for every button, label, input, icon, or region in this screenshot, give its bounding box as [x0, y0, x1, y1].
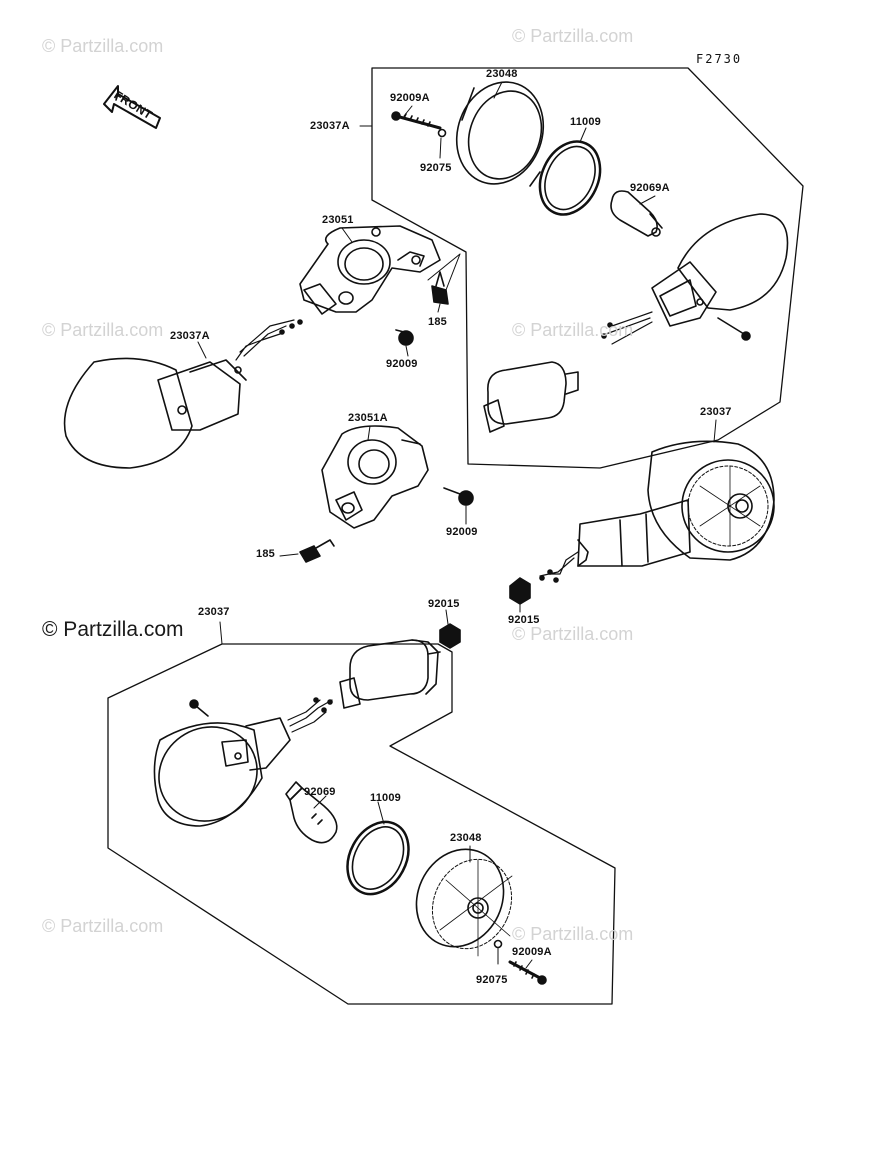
watermark: © Partzilla.com	[512, 320, 634, 340]
screw-92009A-top	[391, 111, 442, 130]
front-arrow-icon	[103, 85, 161, 129]
bulb-92069A	[610, 190, 663, 237]
housing-23037-right	[539, 440, 775, 583]
callout-92009-mid: 92009	[446, 526, 478, 538]
callout-185-mid: 185	[256, 548, 275, 560]
bulb-92069	[285, 781, 338, 844]
lens-23048-top	[455, 81, 545, 187]
callout-23037-right: 23037	[700, 406, 732, 418]
leader-lines	[197, 81, 717, 969]
screw-185-mid	[299, 539, 335, 563]
callout-92009-top: 92009	[386, 358, 418, 370]
callout-92009A-top: 92009A	[390, 92, 430, 104]
bolt-92009-top	[395, 329, 414, 346]
washer-92075-top	[437, 128, 447, 138]
gasket-11009-bottom	[346, 820, 410, 896]
housing-23037-bottom	[153, 697, 333, 827]
bracket-23051A	[321, 425, 429, 529]
socket-bottom	[339, 639, 441, 709]
watermark: © Partzilla.com	[42, 320, 164, 340]
screw-185-top	[431, 271, 449, 305]
housing-23037A-right	[601, 213, 789, 345]
watermark-primary: © Partzilla.com	[42, 618, 184, 641]
bolt-92009-mid	[443, 487, 474, 506]
lens-23048-bottom	[415, 848, 513, 957]
figure-code: F2730	[696, 52, 743, 66]
watermark: © Partzilla.com	[42, 36, 164, 56]
callout-23051: 23051	[322, 214, 354, 226]
watermark: © Partzilla.com	[512, 26, 634, 46]
callout-92075-bottom: 92075	[476, 974, 508, 986]
watermark: © Partzilla.com	[512, 924, 634, 944]
callout-23037A-top: 23037A	[310, 120, 350, 132]
callout-92009A-bottom: 92009A	[512, 946, 552, 958]
washer-92075-bottom	[493, 939, 503, 949]
callout-11009-top: 11009	[570, 116, 601, 128]
nut-92015-mid	[439, 623, 461, 649]
bracket-23051	[299, 225, 441, 315]
callout-23048-top: 23048	[486, 68, 518, 80]
nut-92015-right	[509, 577, 531, 605]
callout-92015-right: 92015	[508, 614, 540, 626]
gasket-11009-top	[538, 140, 602, 216]
housing-23037A-left	[63, 319, 303, 469]
screw-92009A-bottom	[508, 960, 547, 985]
watermark: © Partzilla.com	[42, 916, 164, 936]
callout-92069: 92069	[304, 786, 336, 798]
callout-23048-bottom: 23048	[450, 832, 482, 844]
watermark: © Partzilla.com	[512, 624, 634, 644]
callout-23037-bottom: 23037	[198, 606, 230, 618]
callout-23037A-left: 23037A	[170, 330, 210, 342]
callout-92075-top: 92075	[420, 162, 452, 174]
callout-92069A: 92069A	[630, 182, 670, 194]
callout-11009-bottom: 11009	[370, 792, 401, 804]
callout-23051A: 23051A	[348, 412, 388, 424]
callout-185-top: 185	[428, 316, 447, 328]
callout-92015-mid: 92015	[428, 598, 460, 610]
assembly-border-bottom	[107, 643, 616, 1005]
socket-top-right	[483, 361, 579, 433]
assembly-border-top	[371, 67, 804, 469]
